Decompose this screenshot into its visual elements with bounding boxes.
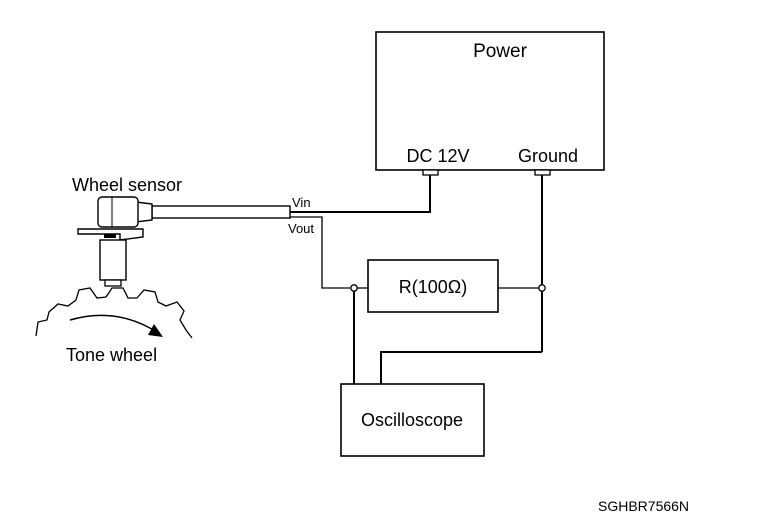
- rotation-arrow: [69, 314, 161, 335]
- tone-wheel: Tone wheel: [35, 287, 193, 365]
- vin-wire: [290, 175, 431, 213]
- sensor-body: [99, 239, 127, 281]
- resistor-box: [367, 259, 499, 313]
- vout-wire: [290, 216, 354, 289]
- sensor-head: [97, 196, 139, 228]
- ground-label: Ground: [518, 146, 578, 166]
- sensor-tip: [104, 279, 122, 287]
- vout-junction: [350, 284, 358, 292]
- rotation-arrowhead: [148, 324, 163, 337]
- vout-label: Vout: [288, 221, 314, 236]
- oscilloscope: Oscilloscope: [340, 383, 485, 457]
- dc-12v-label: DC 12V: [406, 146, 469, 166]
- power-supply: Power DC 12V Ground: [375, 31, 605, 176]
- dc-terminal: [422, 169, 439, 176]
- oscilloscope-label: Oscilloscope: [361, 410, 463, 430]
- sensor-cable: [151, 205, 291, 219]
- tone-wheel-label: Tone wheel: [66, 345, 157, 365]
- scope-ground-wire: [380, 351, 542, 384]
- vin-label: Vin: [292, 195, 311, 210]
- resistor-label: R(100Ω): [399, 277, 467, 297]
- power-box: [375, 31, 605, 171]
- wheel-sensor-label: Wheel sensor: [72, 175, 182, 195]
- power-title: Power: [473, 41, 528, 62]
- oscilloscope-box: [340, 383, 485, 457]
- ground-terminal: [534, 169, 551, 176]
- tone-wheel-teeth: [35, 287, 193, 339]
- figure-id: SGHBR7566N: [598, 498, 689, 514]
- flange-bolt: [104, 234, 116, 238]
- ground-junction: [538, 284, 546, 292]
- wiring: [290, 175, 546, 384]
- resistor: R(100Ω): [367, 259, 499, 313]
- wheel-sensor: Wheel sensor Vin Vout: [72, 175, 314, 287]
